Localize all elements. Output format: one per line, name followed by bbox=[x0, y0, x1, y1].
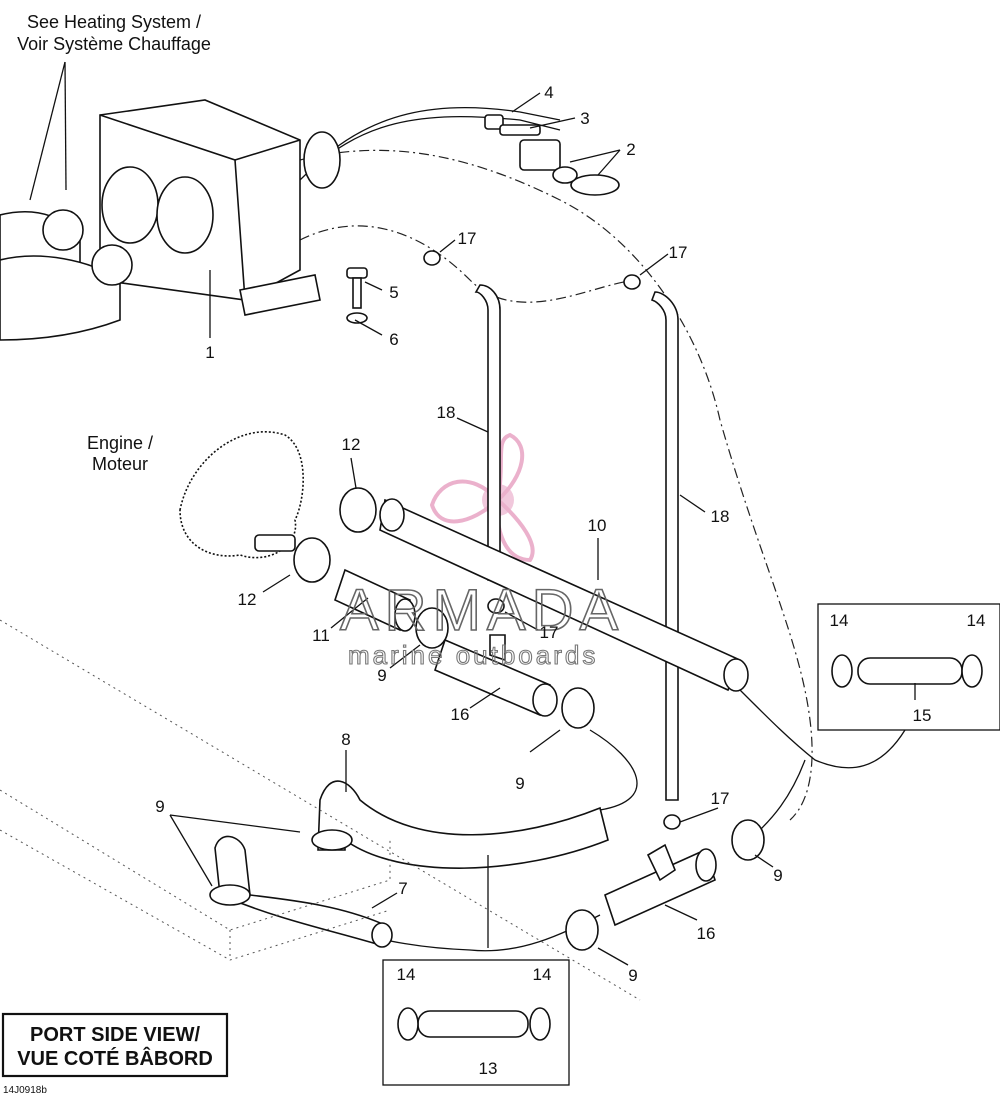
callout-18-b: 18 bbox=[711, 507, 730, 526]
figure-code: 14J0918b bbox=[3, 1085, 47, 1096]
callout-14-b: 14 bbox=[533, 965, 552, 984]
note-engine-line2: Moteur bbox=[92, 454, 148, 474]
callout-9-d: 9 bbox=[773, 866, 782, 885]
inset-15 bbox=[817, 603, 1000, 731]
callout-12-b: 12 bbox=[238, 590, 257, 609]
watermark-brand: ARMADA bbox=[340, 578, 624, 643]
watermark-text: ARMADA marine outboards bbox=[339, 577, 624, 670]
callout-17-a: 17 bbox=[458, 229, 477, 248]
hose-11 bbox=[334, 568, 416, 632]
view-title-line2: VUE COTÉ BÂBORD bbox=[17, 1046, 213, 1070]
hose-10 bbox=[379, 498, 749, 692]
callout-16-b: 16 bbox=[697, 924, 716, 943]
tee-16-lower bbox=[604, 843, 717, 927]
callout-10: 10 bbox=[588, 516, 607, 535]
note-engine-line1: Engine / bbox=[87, 433, 153, 453]
callout-11: 11 bbox=[312, 626, 330, 645]
callout-3: 3 bbox=[580, 109, 589, 128]
view-title-box: PORT SIDE VIEW/ VUE COTÉ BÂBORD bbox=[1, 1012, 229, 1078]
callout-14-c: 14 bbox=[830, 611, 849, 630]
callout-14-a: 14 bbox=[397, 965, 416, 984]
callout-4: 4 bbox=[544, 83, 553, 102]
note-heating-line2: Voir Système Chauffage bbox=[17, 34, 211, 54]
clamps bbox=[209, 250, 765, 951]
callout-9-b: 9 bbox=[515, 774, 524, 793]
callout-8: 8 bbox=[341, 730, 350, 749]
callout-7: 7 bbox=[398, 879, 407, 898]
view-title-line1: PORT SIDE VIEW/ bbox=[30, 1024, 200, 1046]
heater-unit bbox=[99, 99, 341, 316]
callout-5: 5 bbox=[389, 283, 398, 302]
hose-8 bbox=[317, 780, 609, 869]
callout-2: 2 bbox=[626, 140, 635, 159]
callout-9-c: 9 bbox=[155, 797, 164, 816]
callout-12-a: 12 bbox=[342, 435, 361, 454]
watermark-tagline: marine outboards bbox=[348, 640, 598, 670]
notes: See Heating System / Voir Système Chauff… bbox=[17, 12, 211, 474]
hose-7 bbox=[214, 835, 393, 948]
callout-1: 1 bbox=[205, 343, 214, 362]
leader-lines bbox=[29, 61, 916, 966]
callout-9-a: 9 bbox=[377, 666, 386, 685]
callout-17-b: 17 bbox=[669, 243, 688, 262]
callout-17-c: 17 bbox=[540, 623, 559, 642]
callout-18-a: 18 bbox=[437, 403, 456, 422]
callout-16-a: 16 bbox=[451, 705, 470, 724]
callout-9-e: 9 bbox=[628, 966, 637, 985]
tee-16-upper bbox=[434, 634, 558, 717]
bolt-washer bbox=[346, 267, 368, 324]
hoses-18 bbox=[474, 284, 679, 801]
note-heating-line1: See Heating System / bbox=[27, 12, 201, 32]
callout-14-d: 14 bbox=[967, 611, 986, 630]
engine bbox=[179, 431, 304, 559]
callout-6: 6 bbox=[389, 330, 398, 349]
callout-13: 13 bbox=[479, 1059, 498, 1078]
connectors bbox=[484, 114, 620, 196]
inset-13 bbox=[382, 959, 570, 1086]
callout-15: 15 bbox=[913, 706, 932, 725]
platform bbox=[0, 619, 641, 1001]
callouts: 1 2 3 4 5 6 7 8 9 9 9 9 9 10 11 12 12 13… bbox=[155, 83, 985, 1078]
heating-ducts bbox=[0, 209, 133, 341]
callout-17-d: 17 bbox=[711, 789, 730, 808]
